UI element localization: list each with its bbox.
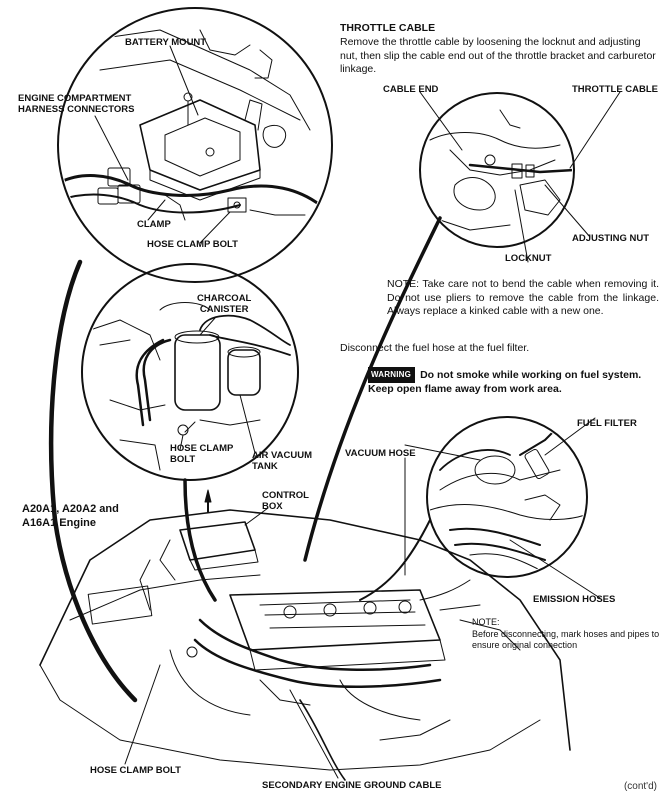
label-hose-clamp-bolt-mid: HOSE CLAMP BOLT bbox=[170, 443, 234, 465]
label-fuel-filter: FUEL FILTER bbox=[577, 418, 637, 429]
fuel-instruction: Disconnect the fuel hose at the fuel fil… bbox=[340, 342, 530, 354]
throttle-cable-detail-circle bbox=[419, 92, 575, 248]
label-vacuum-hose: VACUUM HOSE bbox=[345, 448, 416, 459]
label-hose-clamp-bolt-bottom: HOSE CLAMP BOLT bbox=[90, 765, 181, 776]
leader-lines bbox=[94, 45, 621, 779]
label-emission-hoses: EMISSION HOSES bbox=[533, 594, 616, 605]
connector-line-battery bbox=[48, 259, 138, 703]
engine-bay-drawing bbox=[39, 489, 571, 781]
charcoal-canister-detail-circle bbox=[81, 263, 299, 481]
connector-line-canister bbox=[183, 478, 217, 602]
connector-line-fuel bbox=[359, 519, 431, 601]
note-hoses-body: Before disconnecting, mark hoses and pip… bbox=[472, 628, 660, 651]
throttle-section-heading: THROTTLE CABLE bbox=[340, 22, 436, 34]
label-locknut: LOCKNUT bbox=[505, 253, 552, 264]
label-hose-clamp-bolt-top: HOSE CLAMP BOLT bbox=[147, 239, 238, 250]
fuel-filter-detail-circle bbox=[426, 416, 588, 578]
label-clamp: CLAMP bbox=[137, 219, 171, 230]
warning-badge: WARNING bbox=[368, 367, 416, 383]
battery-mount-detail-circle bbox=[57, 7, 333, 283]
label-engine-models: A20A1, A20A2 and A16A1 Engine bbox=[22, 503, 119, 529]
label-control-box: CONTROL BOX bbox=[262, 490, 309, 512]
label-cable-end: CABLE END bbox=[383, 84, 439, 95]
note-cable: NOTE: Take care not to bend the cable wh… bbox=[387, 278, 659, 317]
note-hoses-title: NOTE: bbox=[472, 617, 500, 627]
page-continuation: (cont'd) bbox=[623, 781, 657, 792]
label-air-vacuum-tank: AIR VACUUM TANK bbox=[252, 450, 312, 472]
label-battery-mount: BATTERY MOUNT bbox=[125, 37, 207, 48]
throttle-section-instruction: Remove the throttle cable by loosening t… bbox=[340, 36, 656, 75]
warning-text: Do not smoke while working on fuel syste… bbox=[368, 369, 642, 395]
label-secondary-ground-cable: SECONDARY ENGINE GROUND CABLE bbox=[262, 780, 442, 791]
label-harness-connectors: ENGINE COMPARTMENT HARNESS CONNECTORS bbox=[18, 93, 135, 115]
label-adjusting-nut: ADJUSTING NUT bbox=[572, 233, 650, 244]
label-charcoal-canister: CHARCOAL CANISTER bbox=[197, 293, 252, 315]
note-hoses: NOTE: Before disconnecting, mark hoses a… bbox=[472, 617, 662, 652]
label-throttle-cable: THROTTLE CABLE bbox=[572, 84, 659, 95]
